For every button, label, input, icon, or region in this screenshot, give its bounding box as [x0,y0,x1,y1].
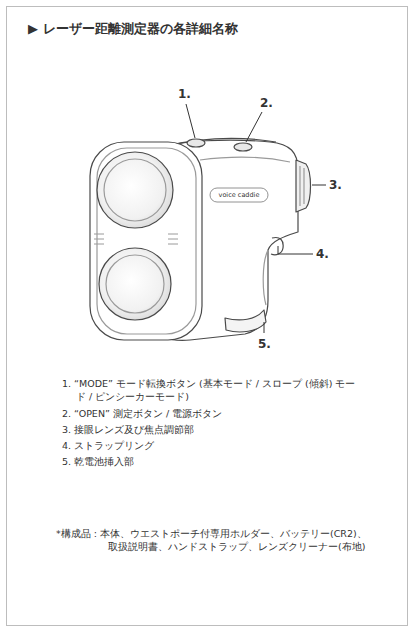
callout-number: 3. [329,177,342,193]
leader-lines [186,104,326,333]
part-description: 4. ストラップリング [62,440,382,453]
part-description: 5. 乾電池挿入部 [62,456,382,469]
page-title: ▶ レーザー距離測定器の各詳細名称 [28,20,238,38]
strap-ring [271,237,283,254]
bezel-inner [97,148,196,334]
body-line [200,157,290,162]
leader-line [312,185,326,186]
callout-number: 4. [316,246,329,262]
callout-number: 5. [258,336,271,352]
contents-note: *構成品 : 本体、ウエストポーチ付専用ホルダー、バッテリー(CR2)、 取扱説… [56,528,368,554]
callout-number: 1. [178,86,191,102]
mode-button [187,139,205,147]
leader-line [246,112,262,142]
front-bezel [90,142,202,340]
callout-number: 2. [260,95,273,111]
grip-line [263,250,268,305]
page-frame [7,7,408,626]
upper-lens [97,152,173,228]
leader-line [186,104,195,138]
lower-lens [99,248,171,320]
leader-line [278,246,313,254]
part-description: 1. “MODE” モード転換ボタン (基本モード / スロープ (傾斜) モー… [62,378,362,404]
grip-marks [94,234,178,244]
eyepiece [296,160,311,212]
brand-name: voice caddie [212,190,266,200]
leader-line [264,322,265,333]
battery-cap [225,310,266,332]
part-description: 2. “OPEN” 測定ボタン / 電源ボタン [62,408,382,421]
part-description: 3. 接眼レンズ及び焦点調節部 [62,424,382,437]
open-button [234,143,252,151]
rangefinder-drawing [90,139,311,341]
brand-plate [210,188,268,202]
